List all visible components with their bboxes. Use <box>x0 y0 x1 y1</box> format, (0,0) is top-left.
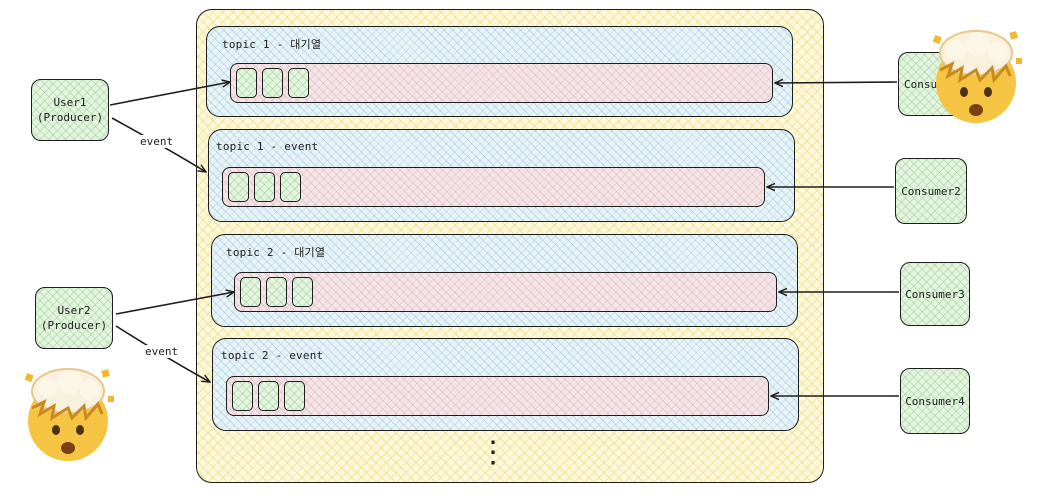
producer-role: (Producer) <box>40 319 108 332</box>
producer-user1: User1 (Producer) <box>31 79 109 141</box>
exploding-head-icon <box>926 18 1026 128</box>
topic-label: topic 1 - event <box>216 140 319 153</box>
message-block <box>240 277 261 307</box>
message-block <box>236 68 257 98</box>
exploding-head-icon <box>18 356 118 466</box>
consumer-4: Consumer4 <box>900 368 970 434</box>
topic-label: topic 1 - 대기열 <box>222 38 322 51</box>
message-block <box>254 172 275 202</box>
message-queue <box>222 167 765 207</box>
message-block <box>284 381 305 411</box>
message-queue <box>234 272 777 312</box>
more-topics-indicator: ⋮ <box>478 435 508 470</box>
consumer-name: Consumer3 <box>905 287 965 301</box>
topic-label: topic 2 - event <box>221 349 324 362</box>
message-block <box>228 172 249 202</box>
consumer-name: Consumer2 <box>901 184 961 198</box>
message-block <box>262 68 283 98</box>
message-block <box>258 381 279 411</box>
message-block <box>288 68 309 98</box>
producer-role: (Producer) <box>36 111 104 124</box>
producer-user2: User2 (Producer) <box>35 287 113 349</box>
producer-name: User1 <box>53 96 87 109</box>
message-block <box>292 277 313 307</box>
topic-label: topic 2 - 대기열 <box>226 246 326 259</box>
message-block <box>232 381 253 411</box>
message-block <box>266 277 287 307</box>
message-block <box>280 172 301 202</box>
consumer-2: Consumer2 <box>895 158 967 224</box>
consumer-name: Consumer4 <box>905 394 965 408</box>
message-queue <box>226 376 769 416</box>
producer-name: User2 <box>57 304 91 317</box>
edge-label-event: event <box>138 135 176 148</box>
edge-label-event: event <box>143 345 181 358</box>
consumer-3: Consumer3 <box>900 262 970 326</box>
message-queue <box>230 63 773 103</box>
